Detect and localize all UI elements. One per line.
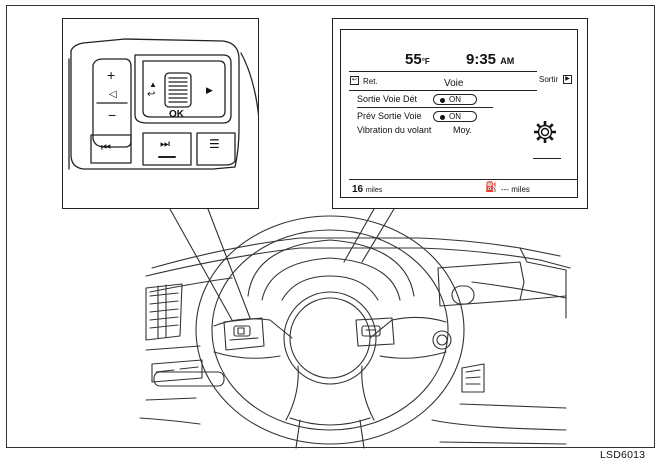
ok-button[interactable]: OK (169, 109, 184, 120)
title-divider (349, 90, 537, 91)
exit-label[interactable]: Sortir (539, 75, 559, 84)
steering-vibration-value[interactable]: Moy. (453, 125, 472, 135)
display-callout: 55°F 9:35 AM ↩ Ret. Voie Sortir ▶ Sortie… (332, 18, 588, 209)
setting-label-lane-departure-warning[interactable]: Sortie Voie Dét (357, 94, 418, 104)
header-divider (349, 71, 537, 72)
volume-icon: ◁ (109, 89, 117, 100)
figure-frame (6, 5, 655, 448)
settings-gear-icon (534, 121, 556, 143)
previous-track-icon[interactable]: ⏮ (101, 142, 111, 154)
switch-panel-outline (68, 38, 258, 170)
back-icon[interactable]: ↩ (147, 89, 156, 100)
outside-temperature: 55°F (405, 51, 430, 68)
fuel-pump-icon: ⛽ (485, 182, 498, 193)
next-track-icon[interactable]: ⏭ (160, 138, 170, 150)
gear-underline (533, 158, 561, 159)
steering-switch-callout: + ◁ − ↩ ▲ ▶ OK ⏮ ⏭ ☰ (62, 18, 259, 209)
volume-up-button[interactable]: + (107, 67, 116, 83)
lane-departure-prevention-toggle[interactable]: ON (433, 111, 477, 122)
back-label[interactable]: Ret. (363, 77, 378, 86)
volume-down-button[interactable]: − (108, 107, 117, 123)
left-arrow-icon[interactable]: ▲ (149, 80, 157, 89)
vehicle-information-display: 55°F 9:35 AM ↩ Ret. Voie Sortir ▶ Sortie… (340, 29, 578, 198)
menu-list-icon[interactable]: ☰ (209, 137, 220, 151)
figure-code: LSD6013 (600, 449, 646, 461)
exit-icon[interactable]: ▶ (563, 75, 572, 84)
setting-label-lane-departure-prevention[interactable]: Prév Sortie Voie (357, 111, 422, 121)
right-arrow-icon[interactable]: ▶ (206, 85, 213, 95)
back-icon[interactable]: ↩ (350, 76, 359, 85)
lane-departure-warning-toggle[interactable]: ON (433, 94, 477, 105)
trip-distance: 16 miles (352, 184, 383, 195)
footer-divider (349, 179, 577, 180)
screen-title: Voie (444, 78, 464, 89)
distance-to-empty: --- miles (501, 185, 530, 194)
setting-label-steering-vibration[interactable]: Vibration du volant (357, 125, 432, 135)
clock-time: 9:35 AM (466, 51, 515, 68)
row-divider (357, 107, 493, 108)
